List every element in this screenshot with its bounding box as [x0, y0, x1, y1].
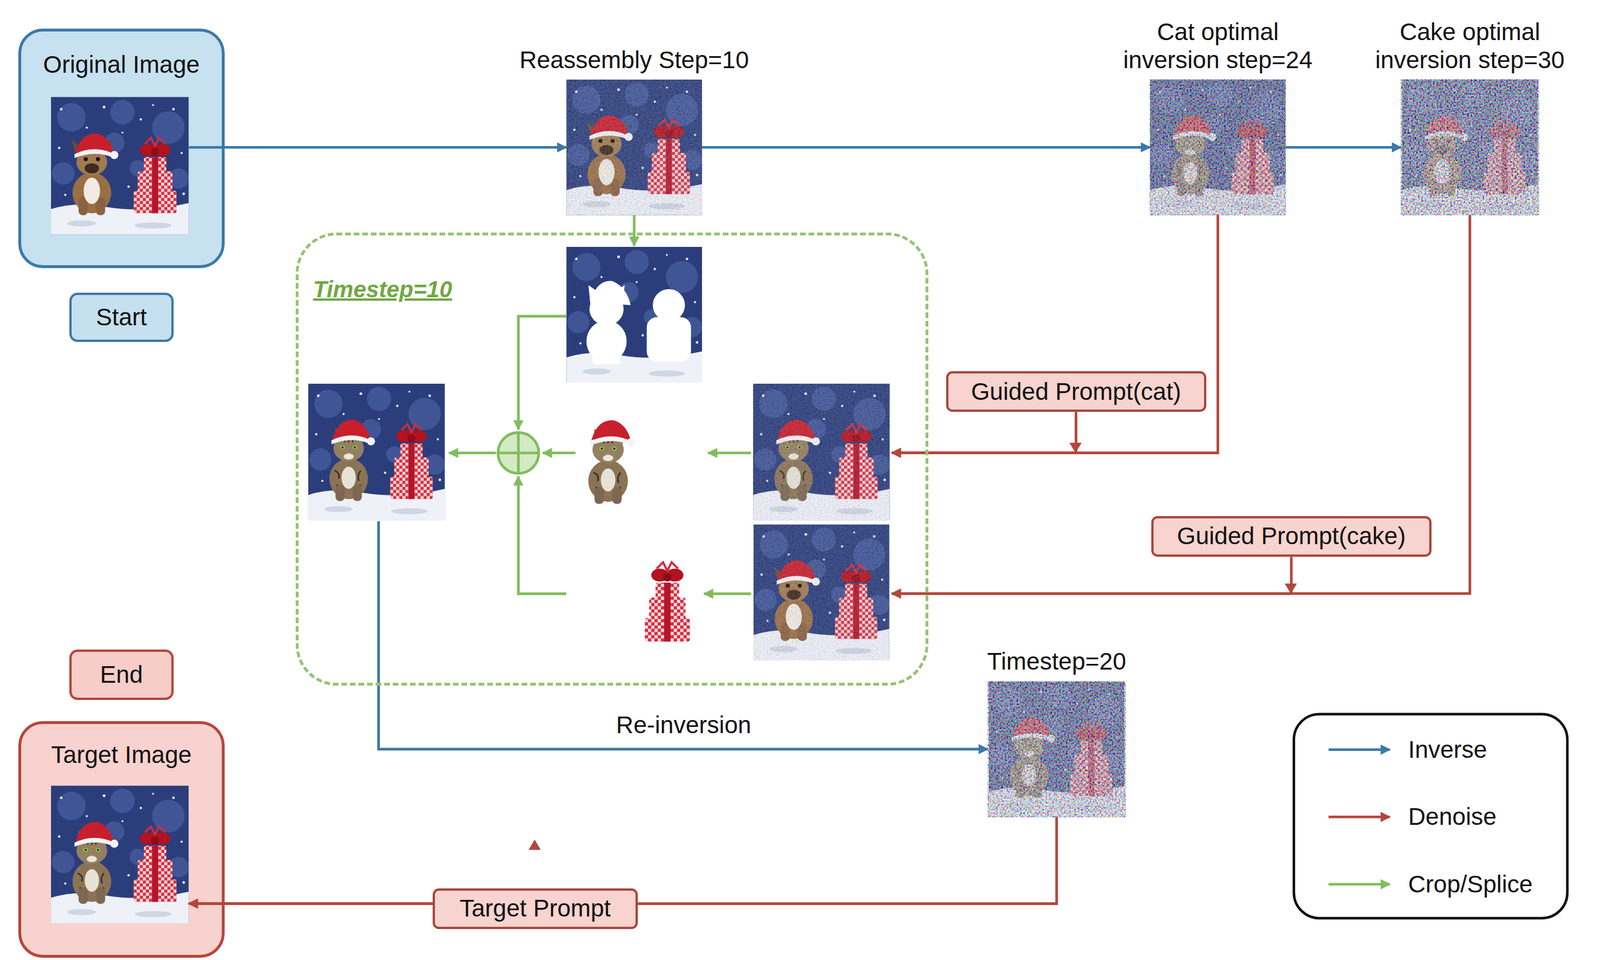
step-image: Cat optimal inversion step=24 — [1109, 6, 1326, 216]
legend-sample — [1328, 883, 1390, 886]
flow-arrow — [378, 521, 988, 750]
denoised-picture — [753, 524, 890, 661]
flow-arrow — [632, 215, 636, 246]
step-image: Cake optimal inversion step=30 — [1361, 6, 1578, 216]
start-box: Start — [69, 292, 174, 342]
image-heading: Cat optimal inversion step=24 — [1109, 6, 1326, 80]
node-label: Guided Prompt(cat) — [970, 378, 1181, 406]
legend-text: Denoise — [1408, 803, 1497, 831]
image-slot — [566, 79, 703, 216]
legend-text: Crop/Splice — [1408, 871, 1533, 899]
splice-symbol — [497, 432, 539, 474]
image-heading: Timestep=20 — [965, 642, 1149, 682]
image-slot — [51, 96, 189, 235]
prompt-box: Target Prompt — [432, 888, 638, 930]
prompt-box: Guided Prompt(cake) — [1151, 516, 1433, 558]
cake-crop — [644, 562, 690, 643]
image-heading: Cake optimal inversion step=30 — [1361, 6, 1578, 80]
end-box: End — [69, 649, 174, 700]
legend-sample — [1328, 816, 1390, 819]
image-slot — [51, 785, 189, 924]
denoised-picture — [753, 383, 890, 521]
node-label: Reassembly Step=10 — [519, 46, 749, 74]
target-picture — [51, 785, 189, 924]
image-slot — [987, 681, 1126, 818]
reassembly-picture — [566, 79, 703, 216]
noisy-picture — [987, 681, 1126, 818]
splice-wires — [448, 316, 751, 594]
node-label: Timestep=20 — [987, 648, 1127, 676]
image-panel: Target Image — [18, 721, 225, 959]
flow-arrow — [891, 215, 1218, 454]
flow-arrow — [1285, 146, 1402, 149]
node-label: Guided Prompt(cake) — [1177, 522, 1406, 551]
node-label: Target Image — [51, 741, 192, 770]
image-slot — [1150, 79, 1286, 216]
legend-text: Inverse — [1408, 736, 1488, 764]
image-slot — [1401, 79, 1539, 216]
flow-arrow — [891, 412, 1076, 453]
timestep-region: Timestep=10 — [295, 232, 929, 686]
noisy-picture — [1150, 79, 1286, 216]
noisy-picture — [1401, 79, 1539, 216]
node-label: Cat optimal inversion step=24 — [1109, 18, 1326, 74]
node-label: Cake optimal inversion step=30 — [1361, 18, 1578, 74]
step-image: Timestep=20 — [965, 642, 1149, 818]
flow-arrow — [188, 146, 567, 149]
panel-fill — [18, 721, 225, 959]
step-image: Reassembly Step=10 — [496, 23, 772, 216]
flow-arrow — [702, 146, 1151, 149]
region-title: Timestep=10 — [312, 276, 453, 303]
mask-picture — [566, 246, 703, 383]
flow-arrow — [891, 215, 1470, 595]
legend-sample — [1328, 748, 1390, 752]
legend-frame — [1293, 714, 1568, 919]
node-label: Start — [96, 303, 148, 332]
edge-label: Re-inversion — [611, 711, 756, 740]
image-heading: Reassembly Step=10 — [496, 23, 772, 80]
original-picture — [51, 96, 189, 235]
node-label: Target Prompt — [459, 895, 611, 923]
node-label: End — [100, 661, 144, 689]
prompt-arrowhead — [528, 442, 1297, 851]
cat-crop — [588, 420, 636, 505]
spliced-picture — [308, 383, 446, 521]
image-panel: Original Image — [18, 28, 225, 269]
node-label: Original Image — [42, 51, 200, 79]
prompt-box: Guided Prompt(cat) — [946, 371, 1207, 413]
flow-arrow — [891, 557, 1292, 594]
